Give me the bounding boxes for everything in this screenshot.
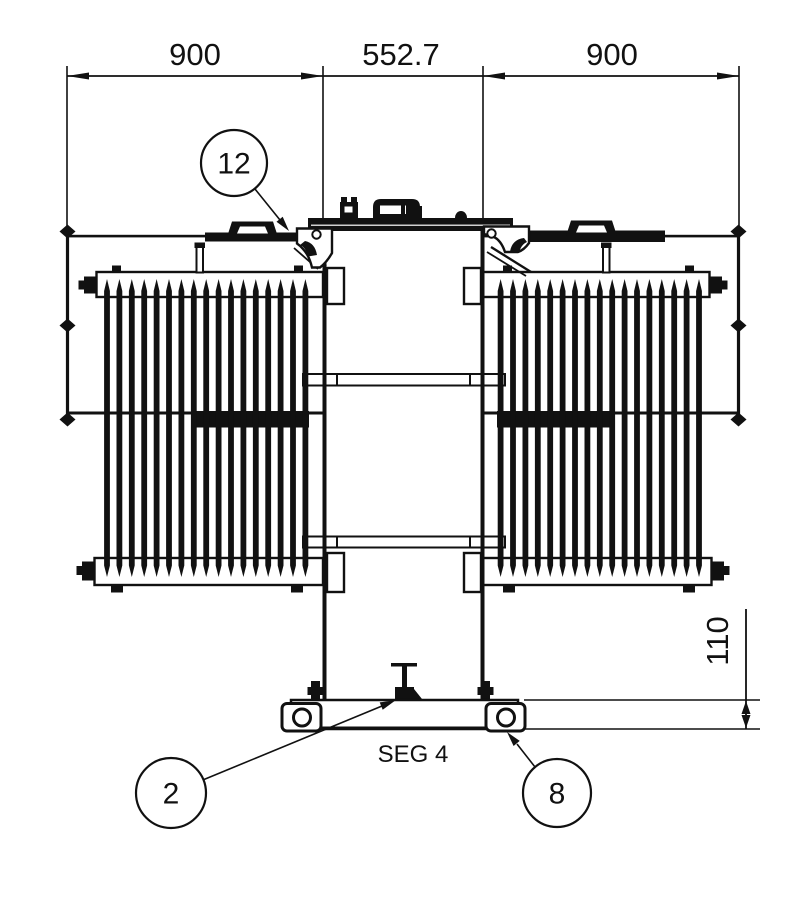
base-lug-hole (292, 707, 312, 728)
balloon-circle (521, 757, 593, 829)
dimension-arrow (741, 715, 751, 728)
cover-bolt-dome (455, 211, 467, 218)
corner-bracket-right (482, 225, 531, 254)
segment-label: SEG 4 (378, 741, 449, 768)
dimension-arrow (67, 72, 89, 80)
base-skid (280, 698, 527, 733)
tank-wall-left (322, 231, 327, 700)
bottom-flange-bolt-left (307, 681, 324, 700)
tank-wall-right (480, 231, 485, 700)
balloon-number: 12 (217, 148, 250, 181)
dimension-arrow (301, 72, 323, 80)
dimension-value-left: 900 (169, 37, 221, 72)
tank (293, 197, 532, 700)
top-dimension-group: 900 552.7 900 (66, 37, 740, 228)
radiator-left (60, 225, 326, 593)
dimension-value-middle: 552.7 (362, 37, 440, 72)
cover-lifting-lug (373, 199, 422, 218)
base-height-dimension: 110 (524, 609, 760, 730)
wall-pad (462, 551, 483, 594)
tank-cover-plate (308, 218, 513, 231)
balloon-12: 12 (199, 128, 289, 231)
balloon-circle (134, 756, 208, 830)
rail-lifting-lugs (205, 220, 665, 242)
strut-right (490, 245, 532, 274)
wall-pad (325, 551, 346, 594)
balloon-2: 2 (134, 700, 396, 830)
balloon-number: 8 (549, 778, 566, 811)
dimension-arrow (717, 72, 739, 80)
balloon-circle (199, 128, 269, 198)
dimension-value-right: 900 (586, 37, 638, 72)
drain-valve (391, 663, 422, 700)
wall-pad (325, 266, 346, 306)
corner-bracket-left (295, 227, 334, 269)
wall-pad (462, 266, 483, 306)
dimension-arrow (741, 701, 751, 714)
bottom-flange-bolt-right (477, 681, 494, 700)
cover-fitting (340, 197, 358, 218)
balloon-number: 2 (163, 778, 180, 811)
balloon-8: 8 (507, 732, 593, 829)
lower-brace (302, 535, 506, 549)
upper-brace (302, 373, 506, 387)
base-beam (289, 698, 520, 731)
dimension-arrow (483, 72, 505, 80)
dimension-value-height: 110 (700, 616, 735, 665)
radiator-right (481, 225, 747, 593)
tank-cross-braces (302, 373, 506, 549)
base-lug-hole (496, 707, 516, 728)
